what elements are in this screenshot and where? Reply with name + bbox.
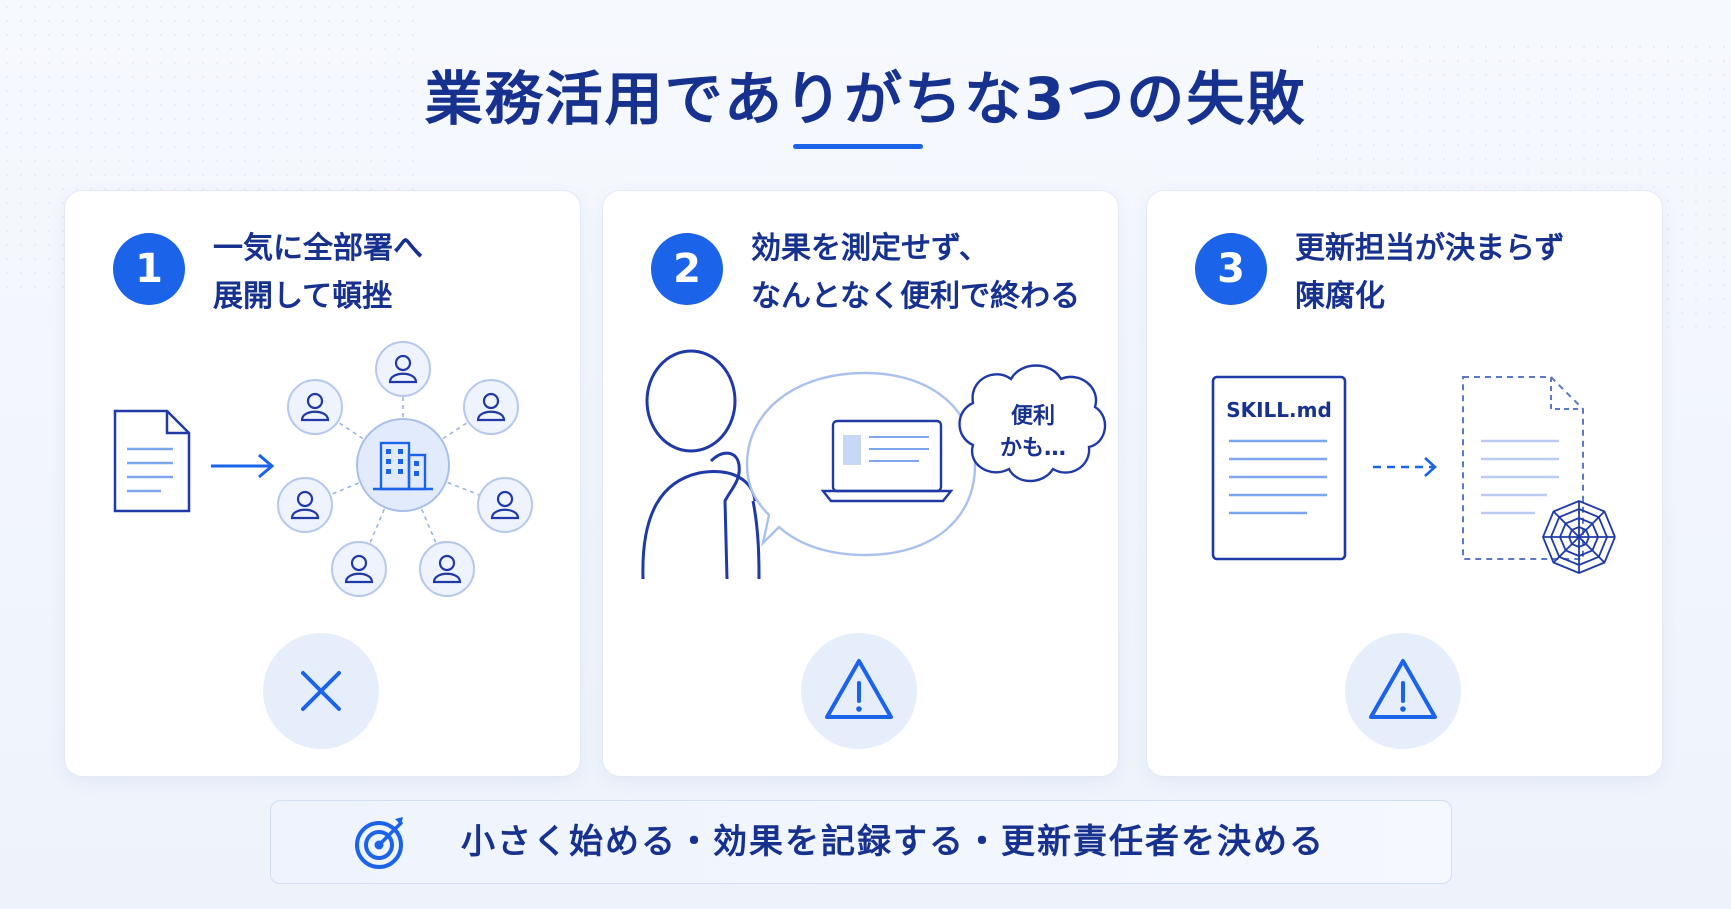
status-warning — [1345, 633, 1461, 749]
document-icon — [113, 409, 191, 513]
status-cross — [263, 633, 379, 749]
stale-document-illustration: SKILL.md — [1211, 375, 1616, 574]
card-number-badge: 1 — [113, 233, 185, 305]
status-warning — [801, 633, 917, 749]
card-heading: 効果を測定せず、 なんとなく便利で終わる — [751, 225, 1111, 321]
thought-cloud — [958, 364, 1107, 483]
card-heading-line1: 効果を測定せず、 — [751, 231, 989, 266]
outdated-document-icon — [1462, 376, 1584, 560]
thinking-person-illustration: 便利 かも… — [641, 349, 1107, 580]
card-heading-line2: 展開して頓挫 — [213, 279, 393, 314]
card-heading-line1: 一気に全部署へ — [213, 231, 423, 266]
user-icon — [375, 341, 431, 397]
card-heading-line1: 更新担当が決まらず — [1295, 231, 1565, 266]
card-heading-line2: なんとなく便利で終わる — [751, 279, 1081, 314]
user-icon — [477, 477, 533, 533]
skill-document-icon — [1211, 375, 1347, 561]
card-heading: 更新担当が決まらず 陳腐化 — [1295, 225, 1655, 321]
card-number-badge: 2 — [651, 233, 723, 305]
page-title: 業務活用でありがちな3つの失敗 — [424, 65, 1307, 133]
user-icon — [287, 379, 343, 435]
card-number-badge: 3 — [1195, 233, 1267, 305]
user-icon — [463, 379, 519, 435]
warning-icon — [825, 659, 893, 719]
warning-icon — [1369, 659, 1437, 719]
laptop-icon — [820, 419, 954, 503]
target-icon — [355, 817, 403, 869]
building-icon — [356, 418, 450, 512]
bubble-text-line1: 便利 — [1011, 404, 1055, 429]
file-name-label: SKILL.md — [1226, 398, 1332, 422]
spider-web-icon — [1542, 500, 1616, 574]
summary-banner: 小さく始める・効果を記録する・更新責任者を決める — [270, 800, 1452, 884]
card-heading: 一気に全部署へ 展開して頓挫 — [213, 225, 573, 321]
person-silhouette-icon — [641, 349, 761, 580]
card-heading-line2: 陳腐化 — [1295, 279, 1385, 314]
failure-card-2: 2 効果を測定せず、 なんとなく便利で終わる 便利 かも… — [602, 190, 1119, 777]
dashed-arrow-icon — [1373, 457, 1437, 477]
failure-card-3: 3 更新担当が決まらず 陳腐化 SKILL.md — [1146, 190, 1663, 777]
title-underline — [793, 144, 923, 149]
user-icon — [331, 541, 387, 597]
user-icon — [277, 477, 333, 533]
summary-text: 小さく始める・効果を記録する・更新責任者を決める — [461, 822, 1325, 862]
failure-card-1: 1 一気に全部署へ 展開して頓挫 — [64, 190, 581, 777]
rollout-illustration — [113, 341, 533, 597]
user-icon — [419, 541, 475, 597]
arrow-right-icon — [211, 453, 275, 479]
cross-icon — [301, 671, 341, 711]
bubble-text-line2: かも… — [1000, 436, 1066, 461]
